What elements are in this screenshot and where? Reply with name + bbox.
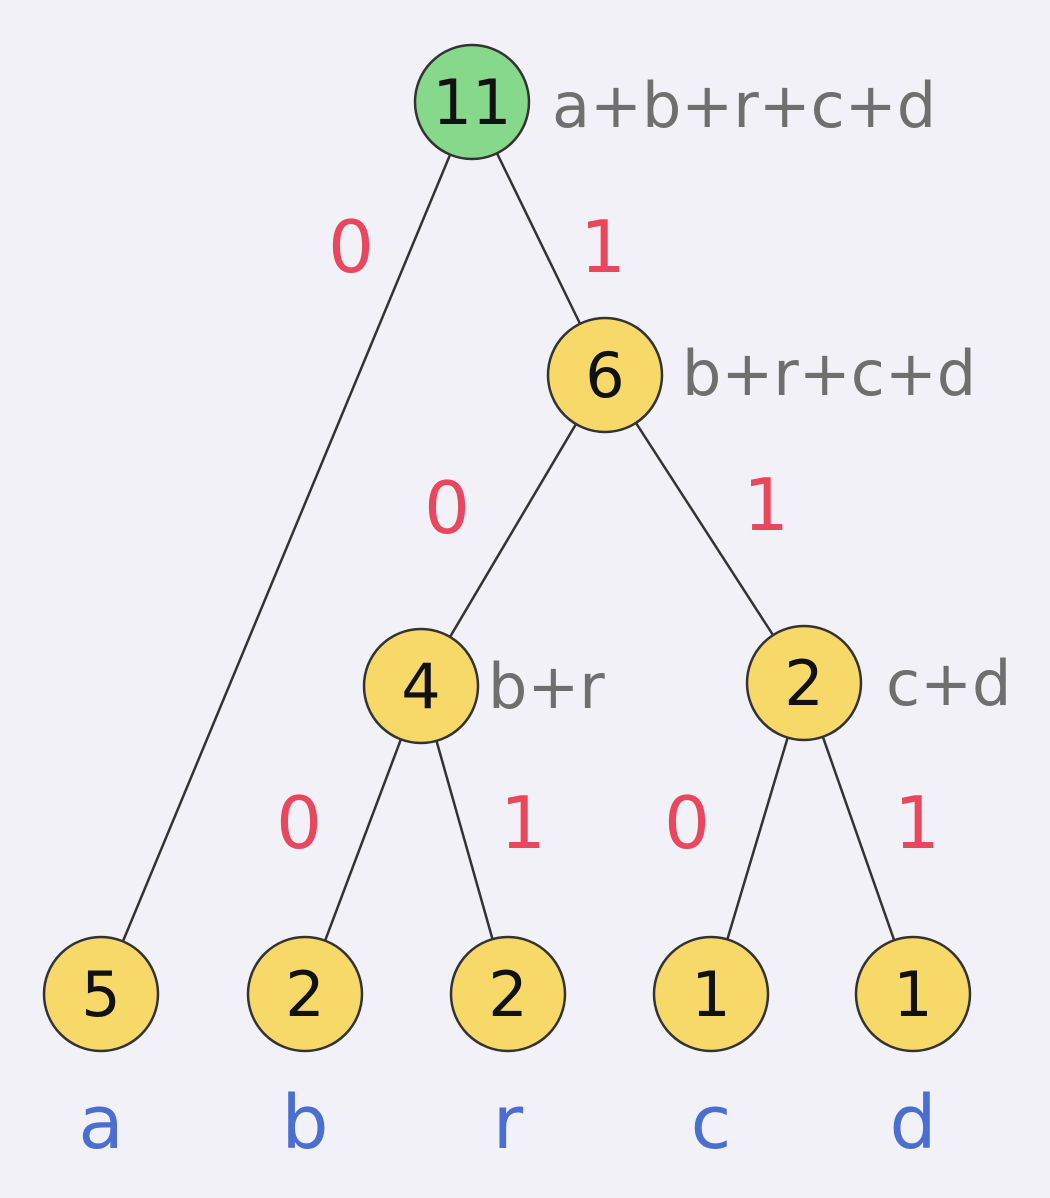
node-circle	[246, 935, 364, 1053]
edge-bit-label: 0	[424, 466, 470, 550]
node-weight: 1	[691, 958, 730, 1031]
leaf-symbol-label: b	[282, 1080, 329, 1166]
tree-node-n6: 6 b+r+c+d	[546, 316, 976, 434]
edge-n2-leaf-d	[821, 736, 896, 941]
tree-node-leaf-r: 2r	[449, 935, 567, 1166]
node-weight: 11	[433, 66, 512, 139]
tree-node-leaf-d: 1d	[854, 935, 972, 1166]
leaf-symbol-label: a	[78, 1080, 123, 1166]
node-circle	[854, 935, 972, 1053]
edge-root-n6	[495, 152, 582, 325]
node-sum-expression: a+b+r+c+d	[552, 69, 936, 142]
node-circle	[362, 627, 480, 745]
node-sum-expression: c+d	[886, 647, 1011, 720]
node-circle	[546, 316, 664, 434]
edges-layer: 0 1 0 1 0 1 0 1	[121, 152, 940, 942]
node-circle	[449, 935, 567, 1053]
edge-bit-label: 0	[664, 781, 710, 865]
tree-node-leaf-c: 1c	[652, 935, 770, 1166]
node-circle	[42, 935, 160, 1053]
node-weight: 5	[81, 958, 120, 1031]
edge-root-leaf-a	[121, 154, 452, 942]
tree-node-leaf-b: 2b	[246, 935, 364, 1166]
node-circle	[652, 935, 770, 1053]
node-weight: 1	[893, 958, 932, 1031]
edge-n6-n4	[448, 423, 578, 638]
node-weight: 2	[285, 958, 324, 1031]
edge-bit-label: 1	[894, 781, 940, 865]
node-weight: 4	[401, 650, 440, 723]
node-weight: 6	[585, 339, 624, 412]
tree-node-root: 11 a+b+r+c+d	[413, 43, 936, 161]
edge-bit-label: 1	[500, 781, 546, 865]
node-weight: 2	[488, 958, 527, 1031]
tree-node-n4: 4 b+r	[362, 627, 605, 745]
edge-n2-leaf-c	[726, 737, 789, 940]
edge-bit-label: 1	[743, 463, 789, 547]
edge-bit-label: 0	[276, 781, 322, 865]
node-sum-expression: b+r+c+d	[682, 337, 976, 410]
edge-n4-leaf-b	[323, 738, 403, 942]
node-circle	[413, 43, 531, 161]
edge-n4-leaf-r	[435, 740, 494, 940]
leaf-symbol-label: d	[890, 1080, 937, 1166]
edge-bit-label: 0	[328, 205, 374, 289]
leaf-symbol-label: c	[691, 1080, 732, 1166]
edge-bit-label: 1	[580, 205, 626, 289]
edge-n6-n2	[634, 422, 775, 636]
node-weight: 2	[784, 647, 823, 720]
node-sum-expression: b+r	[488, 650, 605, 723]
node-circle	[745, 624, 863, 742]
leaf-symbol-label: r	[493, 1080, 524, 1166]
tree-node-n2: 2 c+d	[745, 624, 1011, 742]
tree-node-leaf-a: 5a	[42, 935, 160, 1166]
